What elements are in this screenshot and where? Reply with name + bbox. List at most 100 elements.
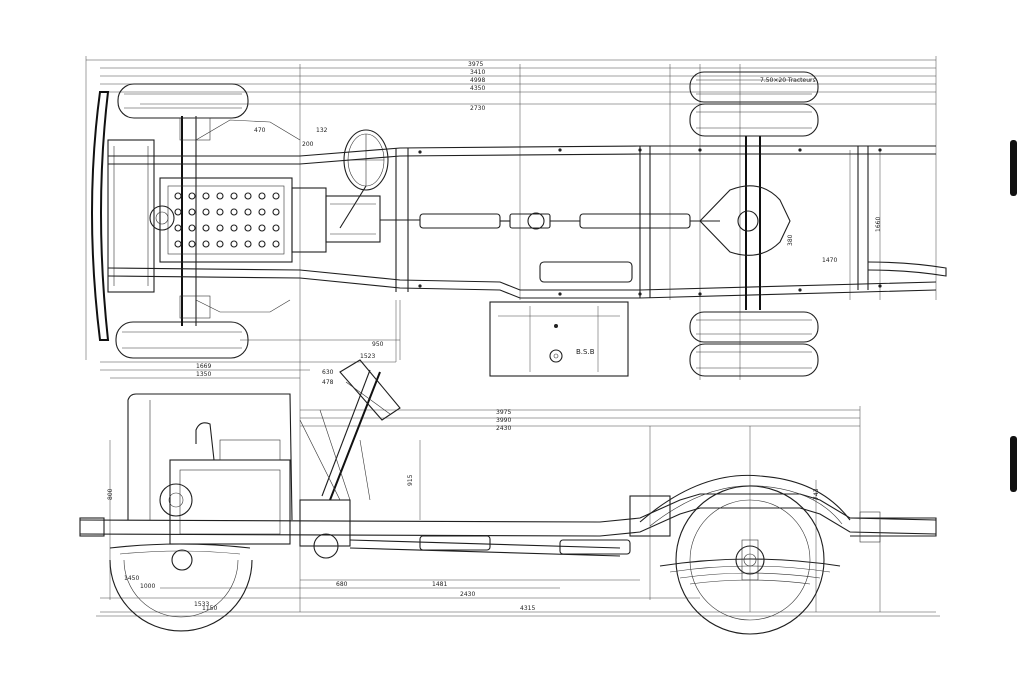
dim-label: 1000 [140,583,155,590]
rivet [798,288,802,292]
plan-view: 3975 3410 4998 4350 2730 1669 1350 1523 … [85,56,947,380]
hood-outline [127,393,293,521]
tire-size-label: 7.50×20 Tracteurs [760,77,816,84]
dim-label: 2730 [470,105,485,112]
dim-label: 630 [322,369,334,376]
rear-left-tires [689,71,819,137]
side-dimension-lines [100,380,936,613]
cylinder-bolt [174,208,182,216]
dim-label: 800 [107,488,114,500]
cylinder-bolt [230,192,238,200]
cylinder-bolt [216,240,224,248]
rear-bracket [629,495,671,537]
dim-label: 743 [813,488,820,500]
cylinder-bolt [202,192,210,200]
drive-shaft [380,212,691,230]
cylinder-bolt [188,224,196,232]
front-bumper [91,91,110,341]
dim-label: 200 [302,141,314,148]
cylinder-bolt [244,240,252,248]
front-wheel-side [109,549,253,632]
cylinder-bolt [202,224,210,232]
dim-label: 1450 [124,575,139,582]
front-leaf-spring [109,543,251,555]
side-view: 3975 3990 2430 1450 1000 680 1481 2430 4… [79,359,937,635]
plan-dimension-lines [85,56,937,380]
cylinder-bolt [258,224,266,232]
cylinder-bolt [230,240,238,248]
dim-label: 1481 [432,581,447,588]
dim-label: 3990 [496,417,511,424]
muffler [539,261,633,283]
dim-label: 4998 [470,77,485,84]
dim-label: 1669 [196,363,211,370]
cylinder-bolt [272,192,280,200]
binding-mark [1010,140,1017,196]
rear-axle-plan [690,136,791,310]
frame-rails-plan [107,145,947,299]
plate-label: B.S.B [576,348,595,356]
rear-right-tires [689,311,819,377]
rivet [878,148,882,152]
cylinder-bolt [258,192,266,200]
front-bumper-side [79,517,105,537]
cylinder-bolt [244,208,252,216]
dim-label: 950 [372,341,384,348]
cylinder-bolt [244,192,252,200]
dim-label: 915 [407,474,414,486]
dim-label: 470 [254,127,266,134]
cylinder-bolt [216,208,224,216]
rivet [698,292,702,296]
cylinder-bolt [188,208,196,216]
rear-fender [639,474,851,523]
drive-shaft-side [349,535,631,557]
rivet [638,148,642,152]
dim-label: 3975 [496,409,511,416]
rivet [798,148,802,152]
cylinder-bolt [174,224,182,232]
rivet [638,292,642,296]
dim-label: 3975 [468,61,483,68]
rivet [558,148,562,152]
steering-wheel-plan [339,129,389,229]
dim-label: 1523 [360,353,375,360]
cylinder-bolt [258,208,266,216]
side-dimension-labels: 3975 3990 2430 1450 1000 680 1481 2430 4… [107,369,820,612]
dim-label: 132 [316,127,328,134]
plan-dimension-labels: 3975 3410 4998 4350 2730 1669 1350 1523 … [196,61,882,378]
cylinder-bolt [174,192,182,200]
engine-side [159,422,291,545]
cylinder-bolt [188,240,196,248]
cylinder-bolt [230,224,238,232]
dim-label: 1350 [196,371,211,378]
frame-rivets [418,148,882,296]
dim-label: 1470 [822,257,837,264]
dim-label: 2430 [460,591,475,598]
front-left-tire [117,83,249,119]
gearbox-side [299,499,351,547]
rivet [418,150,422,154]
clutch-housing [291,187,327,253]
dim-label: 1150 [202,605,217,612]
cylinder-bolt [174,240,182,248]
dim-label: 680 [336,581,348,588]
rivet [558,292,562,296]
cylinder-bolt [216,192,224,200]
dim-label: 1660 [875,217,882,232]
binding-mark [1010,436,1017,492]
radiator [107,139,155,293]
dim-label: 2430 [496,425,511,432]
dim-label: 4350 [470,85,485,92]
cylinder-bolt [216,224,224,232]
frame-rail-side [79,493,937,537]
cylinder-bolt [230,208,238,216]
flywheel [159,483,193,517]
cylinder-bolt [272,240,280,248]
dim-label: 380 [787,234,794,246]
gearbox [325,195,381,243]
engine-block [149,177,293,263]
cylinder-bolt [272,208,280,216]
dim-label: 4315 [520,605,535,612]
